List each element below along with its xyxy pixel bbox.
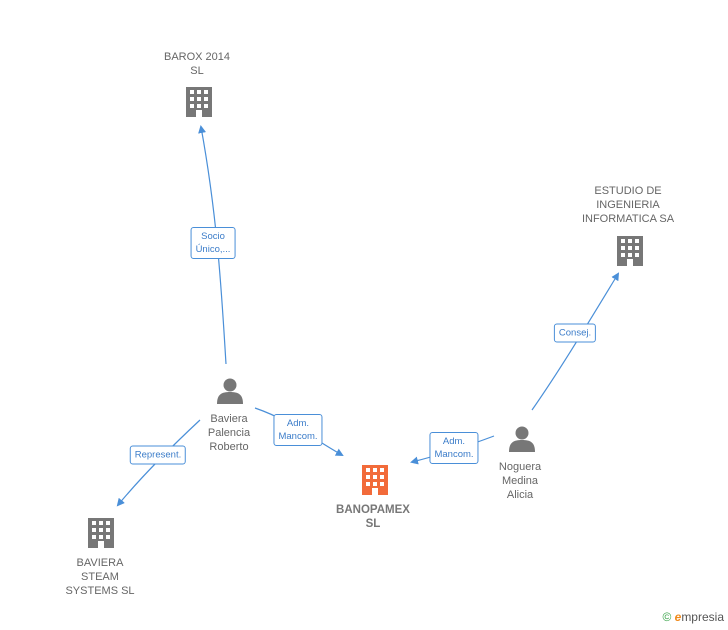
edge-label-represent: Represent. [129, 445, 187, 465]
company-label-estudio[interactable]: ESTUDIO DE INGENIERIA INFORMATICA SA [581, 185, 675, 225]
company-label-banopamex[interactable]: BANOPAMEX SL [336, 504, 410, 530]
edge-consej [531, 272, 620, 411]
brand-name: mpresia [681, 610, 724, 624]
building-icon [362, 465, 388, 495]
empresia-brand[interactable]: © empresia [662, 610, 724, 624]
edge-label-consej: Consej. [553, 323, 597, 343]
company-label-barox[interactable]: BAROX 2014 SL [163, 51, 231, 77]
edge-label-adm-roberto: Adm. Mancom. [273, 414, 323, 446]
building-icon [186, 87, 212, 117]
person-icon [217, 378, 243, 404]
person-icon [509, 426, 535, 452]
person-label-baviera-roberto[interactable]: Baviera Palencia Roberto [207, 413, 251, 453]
person-label-noguera[interactable]: Noguera Medina Alicia [498, 461, 542, 501]
edge-label-adm-noguera: Adm. Mancom. [429, 432, 479, 464]
building-icon [617, 236, 643, 266]
brand-initial: e [674, 610, 682, 624]
edge-label-socio: Socio Único,... [190, 227, 236, 259]
copyright-symbol: © [662, 610, 672, 624]
building-icon [88, 518, 114, 548]
company-label-baviera-steam[interactable]: BAVIERA STEAM SYSTEMS SL [65, 557, 135, 597]
